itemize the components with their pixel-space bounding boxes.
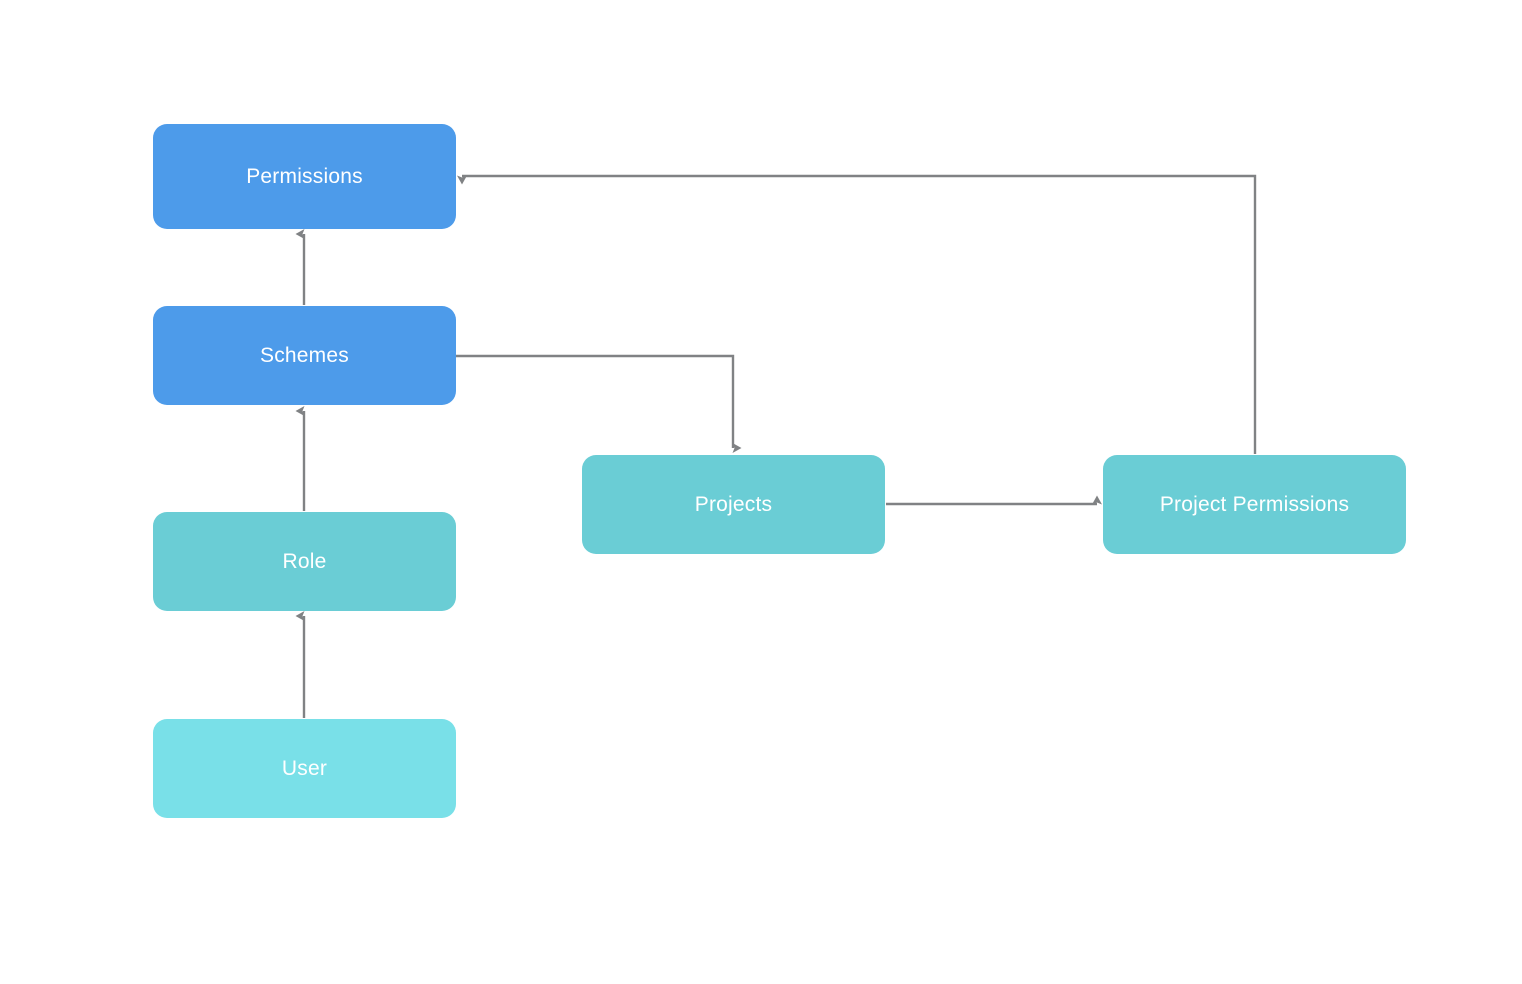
node-label-schemes: Schemes xyxy=(260,344,349,367)
edge-project-permissions-to-permissions xyxy=(457,174,1257,454)
node-label-permissions: Permissions xyxy=(246,165,363,188)
node-label-projects: Projects xyxy=(694,493,773,516)
node-projects[interactable]: Projects xyxy=(582,455,885,554)
node-user[interactable]: User xyxy=(153,719,456,818)
edge-schemes-to-projects xyxy=(456,354,742,453)
node-schemes[interactable]: Schemes xyxy=(153,306,456,405)
node-project-permissions[interactable]: Project Permissions xyxy=(1103,455,1406,554)
node-label-project-permissions: Project Permissions xyxy=(1159,493,1350,516)
edges-group xyxy=(295,174,1257,718)
node-role[interactable]: Role xyxy=(153,512,456,611)
node-label-user: User xyxy=(281,757,328,780)
node-label-role: Role xyxy=(282,550,327,573)
node-permissions[interactable]: Permissions xyxy=(153,124,456,229)
